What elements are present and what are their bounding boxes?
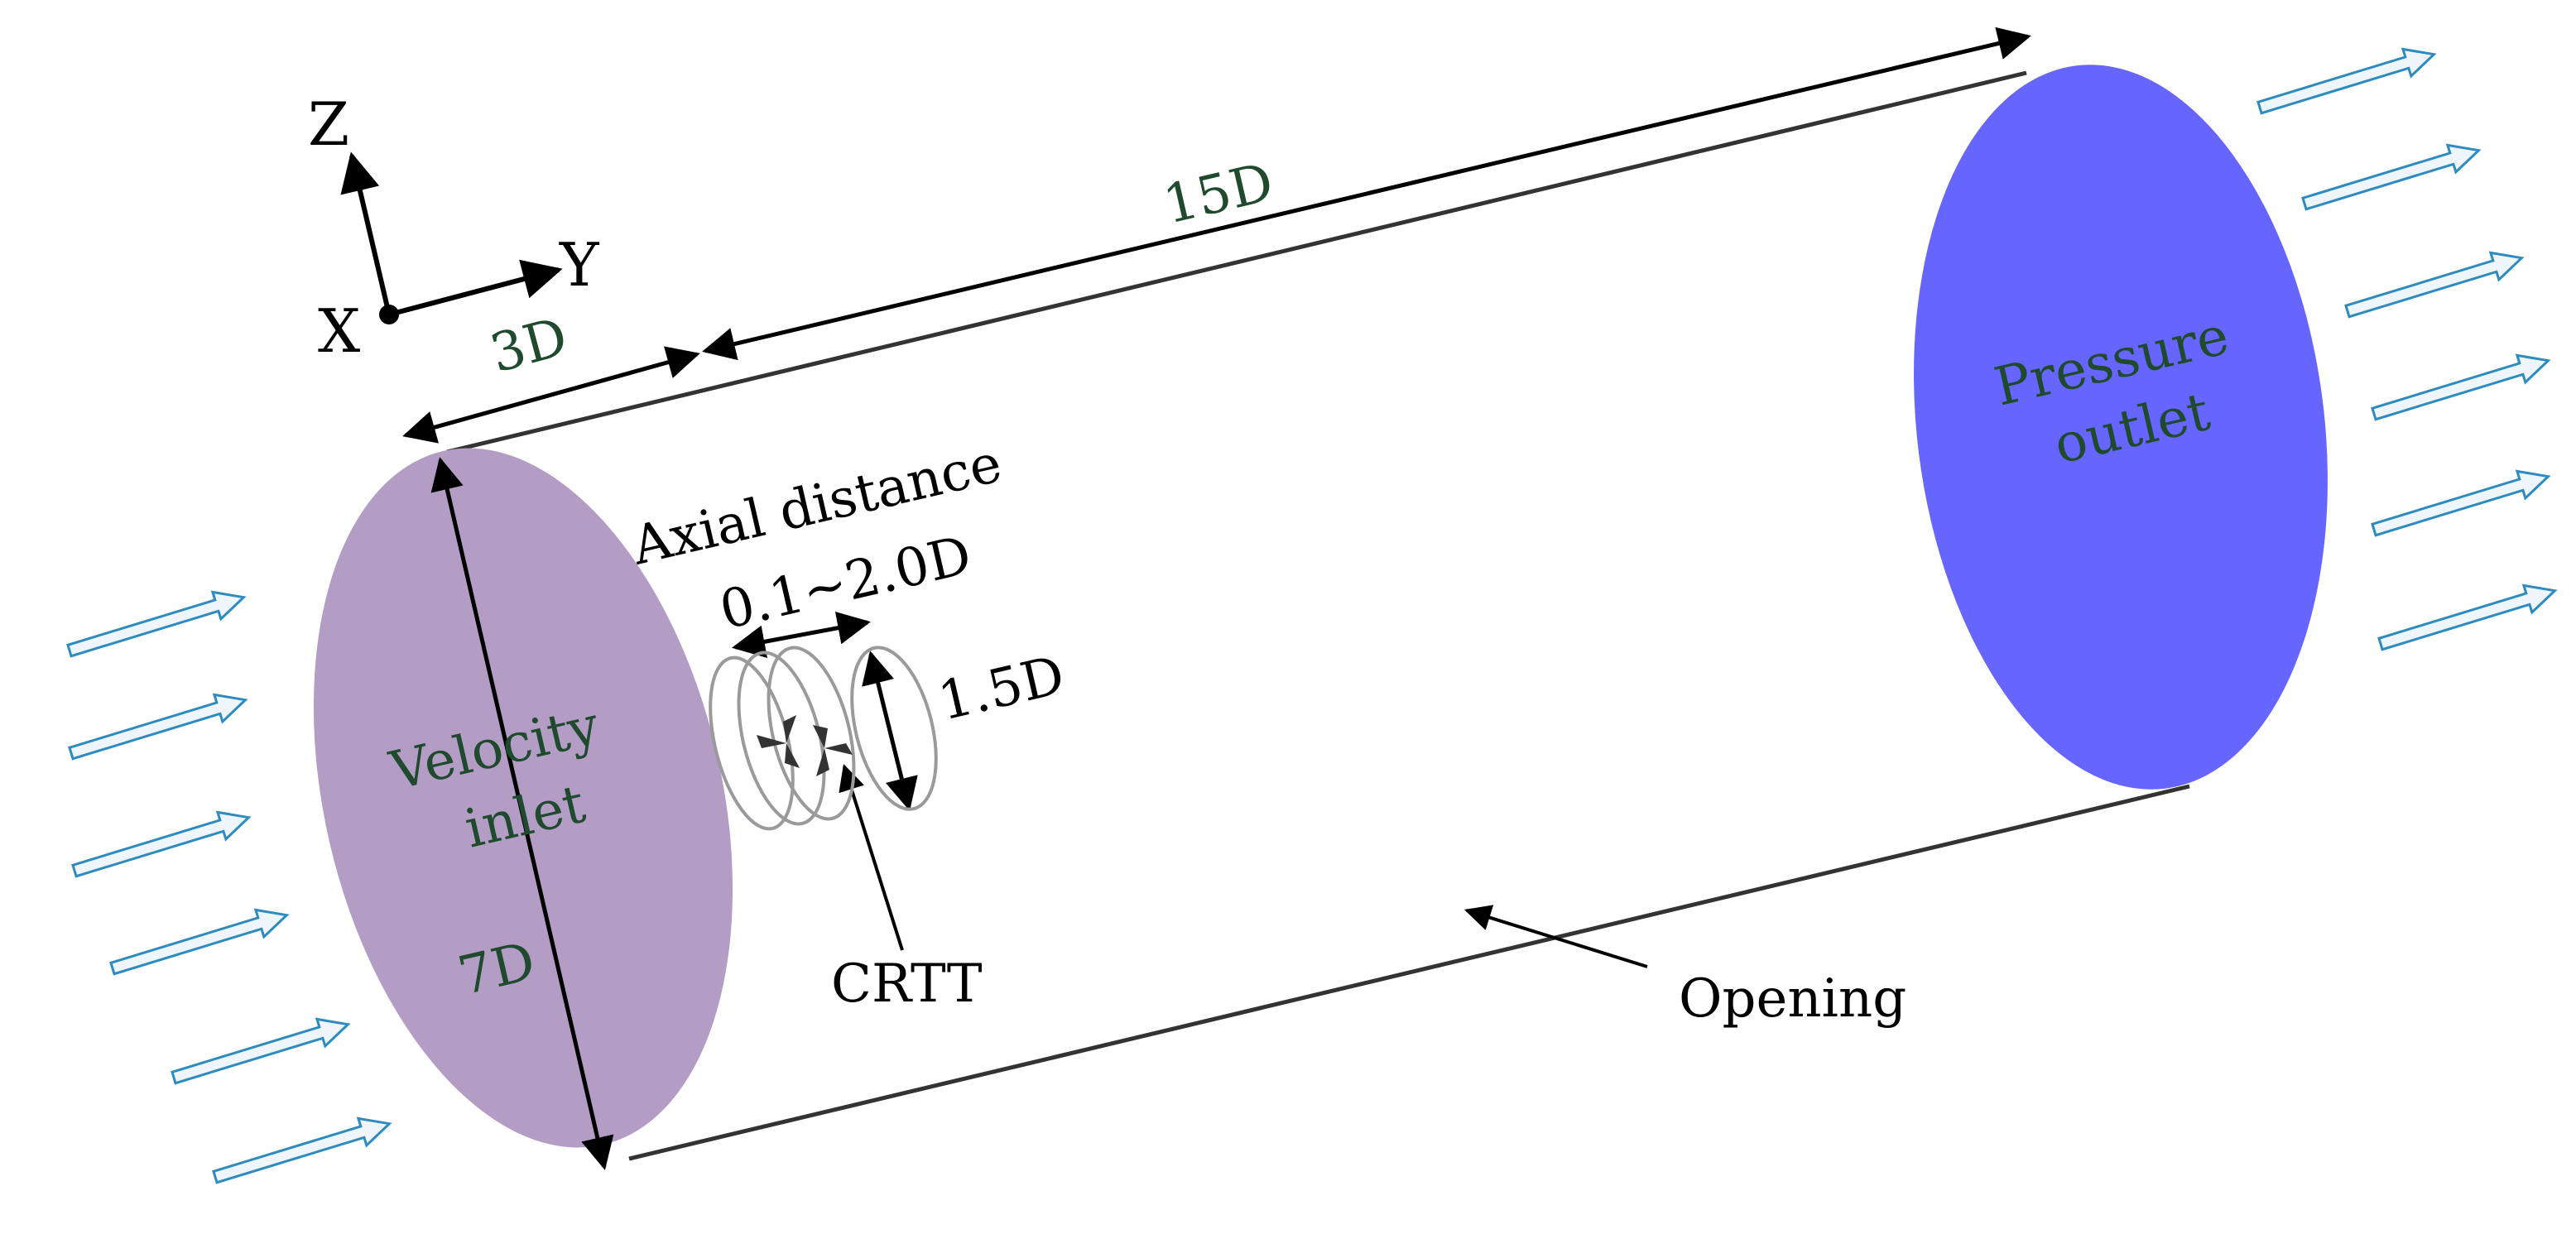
crtt-pointer-arrow xyxy=(839,763,904,951)
cylinder-bottom-edge xyxy=(628,784,2190,1161)
outflow-arrow xyxy=(2256,47,2437,115)
outflow-arrow xyxy=(2371,353,2551,421)
rear-rotor-blades-icon xyxy=(813,725,853,776)
rotor-diameter-arrow xyxy=(862,651,918,811)
inflow-arrow xyxy=(66,590,247,658)
rotor-disc-3 xyxy=(767,646,856,821)
y-axis-label: Y xyxy=(559,230,600,300)
y-axis-line xyxy=(388,259,563,317)
inflow-arrow xyxy=(171,1017,351,1085)
inflow-arrow xyxy=(71,810,252,878)
coordinate-axes: Z Y X xyxy=(308,89,600,366)
outflow-arrow xyxy=(2344,251,2525,319)
inflow-arrows xyxy=(66,590,392,1184)
crtt-label: CRTT xyxy=(831,953,983,1015)
dimension-15d-label: 15D xyxy=(1158,152,1279,237)
outflow-arrow xyxy=(2377,583,2558,651)
dimension-3d-label: 3D xyxy=(484,306,574,385)
opening-label: Opening xyxy=(1679,968,1906,1030)
dimension-3d-arrow xyxy=(402,346,700,444)
outflow-arrows xyxy=(2256,47,2558,651)
inflow-arrow xyxy=(109,908,290,976)
inflow-arrow xyxy=(68,693,248,761)
dimension-7d-arrow xyxy=(430,457,614,1170)
cylinder-domain xyxy=(313,65,2328,1161)
z-axis-label: Z xyxy=(308,89,349,159)
x-axis-origin xyxy=(379,305,399,324)
x-axis-label: X xyxy=(318,296,360,366)
rotor-diameter-label: 1.5D xyxy=(933,645,1070,733)
front-rotor-blades-icon xyxy=(757,715,800,768)
outflow-arrow xyxy=(2301,143,2482,211)
inflow-arrow xyxy=(212,1117,392,1184)
crtt-turbine xyxy=(709,646,938,831)
opening-pointer-arrow xyxy=(1463,905,1648,968)
z-axis-line xyxy=(340,151,392,315)
dimension-15d-arrow xyxy=(702,26,2031,361)
axial-distance-arrow xyxy=(732,611,871,659)
dimension-lines xyxy=(402,26,2031,1170)
outflow-arrow xyxy=(2371,469,2551,537)
rotor-disc-4 xyxy=(850,646,938,811)
cylinder-top-edge xyxy=(446,70,2027,454)
